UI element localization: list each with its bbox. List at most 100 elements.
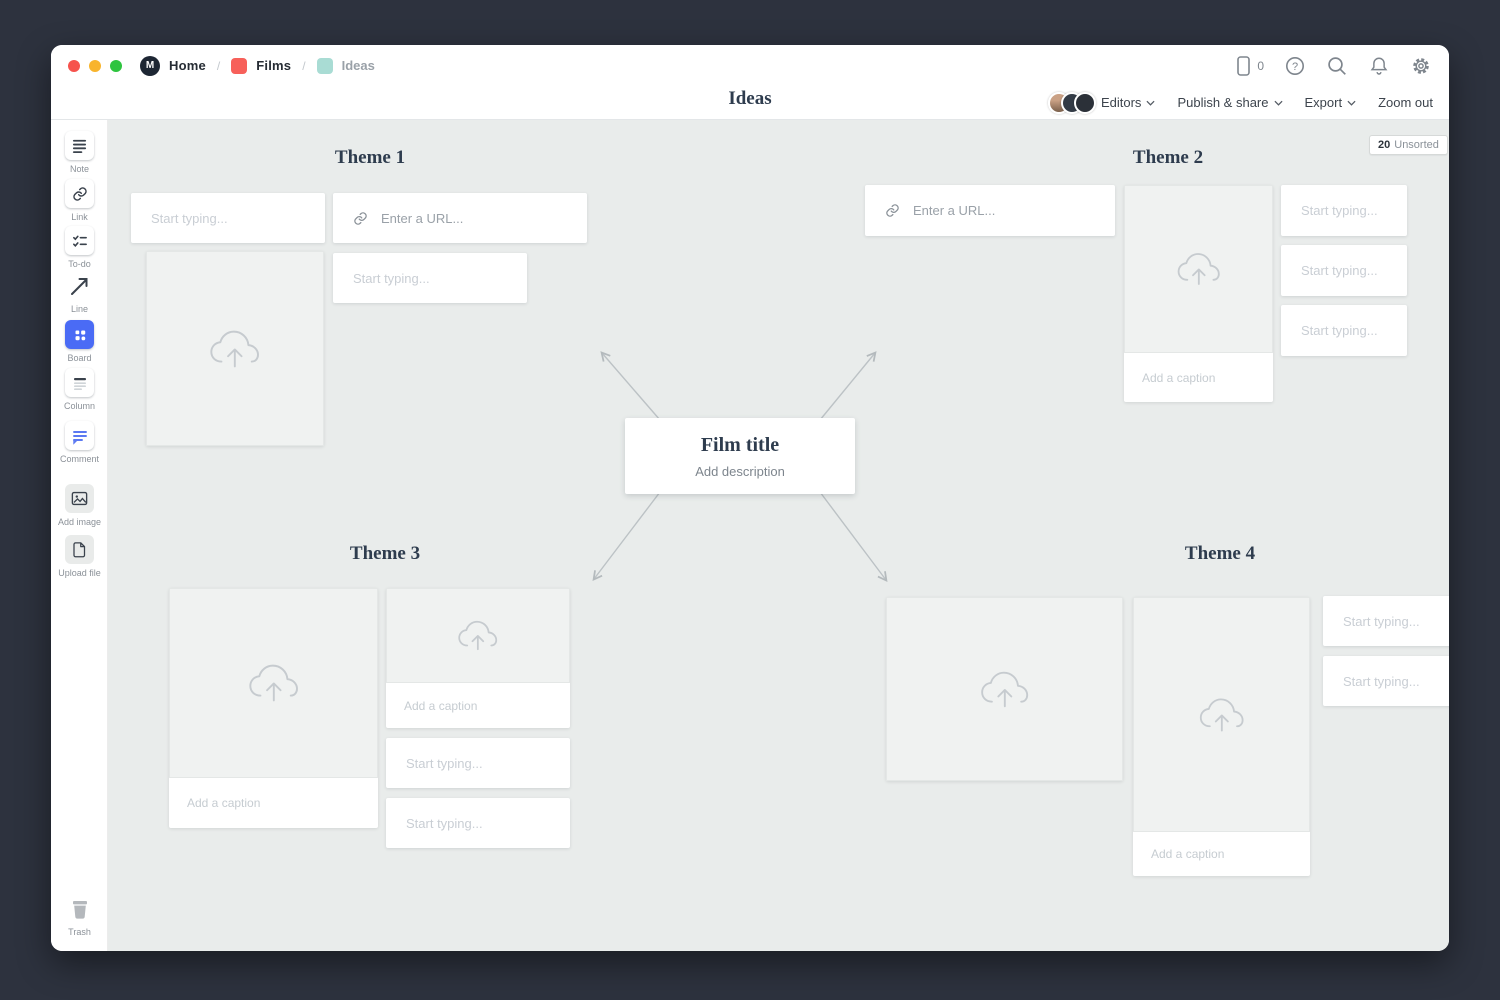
image-upload-card[interactable]: Add a caption (1133, 597, 1310, 876)
image-upload-card[interactable] (146, 251, 324, 446)
link-card[interactable]: Enter a URL... (333, 193, 587, 243)
note-icon (72, 139, 87, 154)
note-card[interactable]: Start typing... (1323, 596, 1449, 646)
breadcrumb-separator: / (302, 58, 306, 73)
export-menu[interactable]: Export (1305, 95, 1357, 110)
link-card[interactable]: Enter a URL... (865, 185, 1115, 236)
publish-share-menu[interactable]: Publish & share (1177, 95, 1283, 110)
line-icon (70, 277, 87, 295)
film-title-card[interactable]: Film title Add description (625, 418, 855, 494)
tool-link[interactable]: Link (51, 179, 108, 222)
page-title: Ideas (728, 88, 772, 109)
note-card[interactable]: Start typing... (1281, 185, 1407, 236)
svg-text:?: ? (1292, 61, 1298, 73)
breadcrumb-separator: / (216, 58, 221, 73)
note-card[interactable]: Start typing... (1323, 656, 1449, 706)
zoom-window-button[interactable] (110, 59, 122, 72)
board-title-bar: Ideas Editors Publish & share Export (51, 86, 1449, 120)
tool-todo[interactable]: To-do (51, 226, 108, 269)
unsorted-count: 20 (1378, 139, 1391, 151)
notifications-icon[interactable] (1368, 55, 1390, 77)
tool-label: Board (67, 353, 92, 363)
app-logo[interactable]: M (140, 55, 160, 76)
breadcrumb-films[interactable]: Films (256, 58, 292, 73)
cloud-upload-icon (1199, 697, 1244, 732)
tool-comment[interactable]: Comment (51, 421, 108, 464)
chevron-down-icon (1146, 100, 1155, 106)
caption-placeholder[interactable]: Add a caption (1151, 847, 1225, 861)
link-icon (354, 211, 367, 225)
board-icon (75, 330, 85, 340)
zoom-out-button[interactable]: Zoom out (1378, 95, 1433, 110)
link-icon (886, 204, 899, 217)
help-icon[interactable]: ? (1284, 55, 1306, 77)
url-placeholder: Enter a URL... (913, 203, 996, 218)
avatar (1073, 91, 1096, 114)
note-card[interactable]: Start typing... (1281, 305, 1407, 356)
app-window: M Home / Films / Ideas 0 ? (51, 45, 1449, 951)
editors-menu[interactable]: Editors (1047, 91, 1155, 114)
export-label: Export (1304, 95, 1343, 110)
zoom-out-label: Zoom out (1378, 95, 1433, 110)
minimize-window-button[interactable] (89, 59, 101, 72)
films-board-icon[interactable] (231, 57, 248, 74)
ideas-board-icon[interactable] (316, 57, 333, 74)
settings-icon[interactable] (1410, 55, 1432, 77)
breadcrumb-home[interactable]: Home (169, 58, 206, 73)
note-card[interactable]: Start typing... (131, 193, 325, 243)
comment-icon (72, 430, 87, 445)
theme-2-title[interactable]: Theme 2 (1132, 147, 1204, 168)
tool-board[interactable]: Board (51, 320, 108, 363)
close-window-button[interactable] (68, 59, 80, 72)
tool-trash[interactable]: Trash (51, 894, 108, 937)
cloud-upload-icon (248, 664, 298, 702)
film-description-placeholder: Add description (695, 463, 785, 479)
todo-icon (73, 235, 87, 247)
caption-placeholder[interactable]: Add a caption (1142, 370, 1216, 385)
breadcrumb: M Home / Films / Ideas (140, 55, 375, 76)
tool-label: To-do (68, 259, 91, 269)
tool-upload-file[interactable]: Upload file (51, 535, 108, 578)
image-upload-card[interactable]: Add a caption (1124, 185, 1273, 402)
tool-sidebar: Note Link To-do Line Board Column (51, 120, 108, 951)
column-icon (73, 377, 86, 390)
tool-label: Upload file (58, 568, 101, 578)
top-bar: M Home / Films / Ideas 0 ? (51, 45, 1449, 86)
note-card[interactable]: Start typing... (386, 738, 570, 788)
tool-label: Note (69, 164, 89, 174)
tool-column[interactable]: Column (51, 368, 108, 411)
cloud-upload-icon (980, 671, 1028, 707)
theme-3-title[interactable]: Theme 3 (349, 543, 421, 564)
tool-label: Comment (59, 454, 99, 464)
cloud-upload-icon (210, 330, 259, 367)
tool-label: Add image (57, 517, 102, 527)
tool-note[interactable]: Note (51, 131, 108, 174)
film-title: Film title (700, 433, 780, 456)
tool-add-image[interactable]: Add image (51, 484, 108, 527)
caption-placeholder[interactable]: Add a caption (187, 796, 261, 810)
image-upload-card[interactable]: Add a caption (169, 588, 378, 828)
device-icon[interactable]: 0 (1234, 55, 1264, 77)
editor-avatars (1047, 91, 1096, 114)
search-icon[interactable] (1326, 55, 1348, 77)
theme-1-title[interactable]: Theme 1 (334, 147, 406, 168)
note-card[interactable]: Start typing... (333, 253, 527, 303)
image-upload-card[interactable]: Add a caption (386, 588, 570, 728)
cloud-upload-icon (458, 620, 498, 651)
device-count: 0 (1257, 58, 1264, 73)
tool-label: Column (63, 401, 95, 411)
tool-label: Trash (68, 927, 91, 937)
board-canvas[interactable]: 20 Unsorted Theme 1 Theme 2 Theme 3 Them… (108, 120, 1449, 951)
note-card[interactable]: Start typing... (386, 798, 570, 848)
link-icon (72, 186, 87, 201)
caption-placeholder[interactable]: Add a caption (404, 698, 478, 713)
url-placeholder: Enter a URL... (381, 210, 464, 226)
theme-4-title[interactable]: Theme 4 (1184, 543, 1256, 564)
tool-line[interactable]: Line (51, 271, 108, 314)
trash-icon (72, 900, 87, 919)
image-upload-card[interactable] (886, 597, 1123, 781)
breadcrumb-ideas[interactable]: Ideas (341, 58, 375, 73)
note-card[interactable]: Start typing... (1281, 245, 1407, 296)
chevron-down-icon (1273, 100, 1283, 106)
unsorted-badge[interactable]: 20 Unsorted (1369, 135, 1448, 155)
